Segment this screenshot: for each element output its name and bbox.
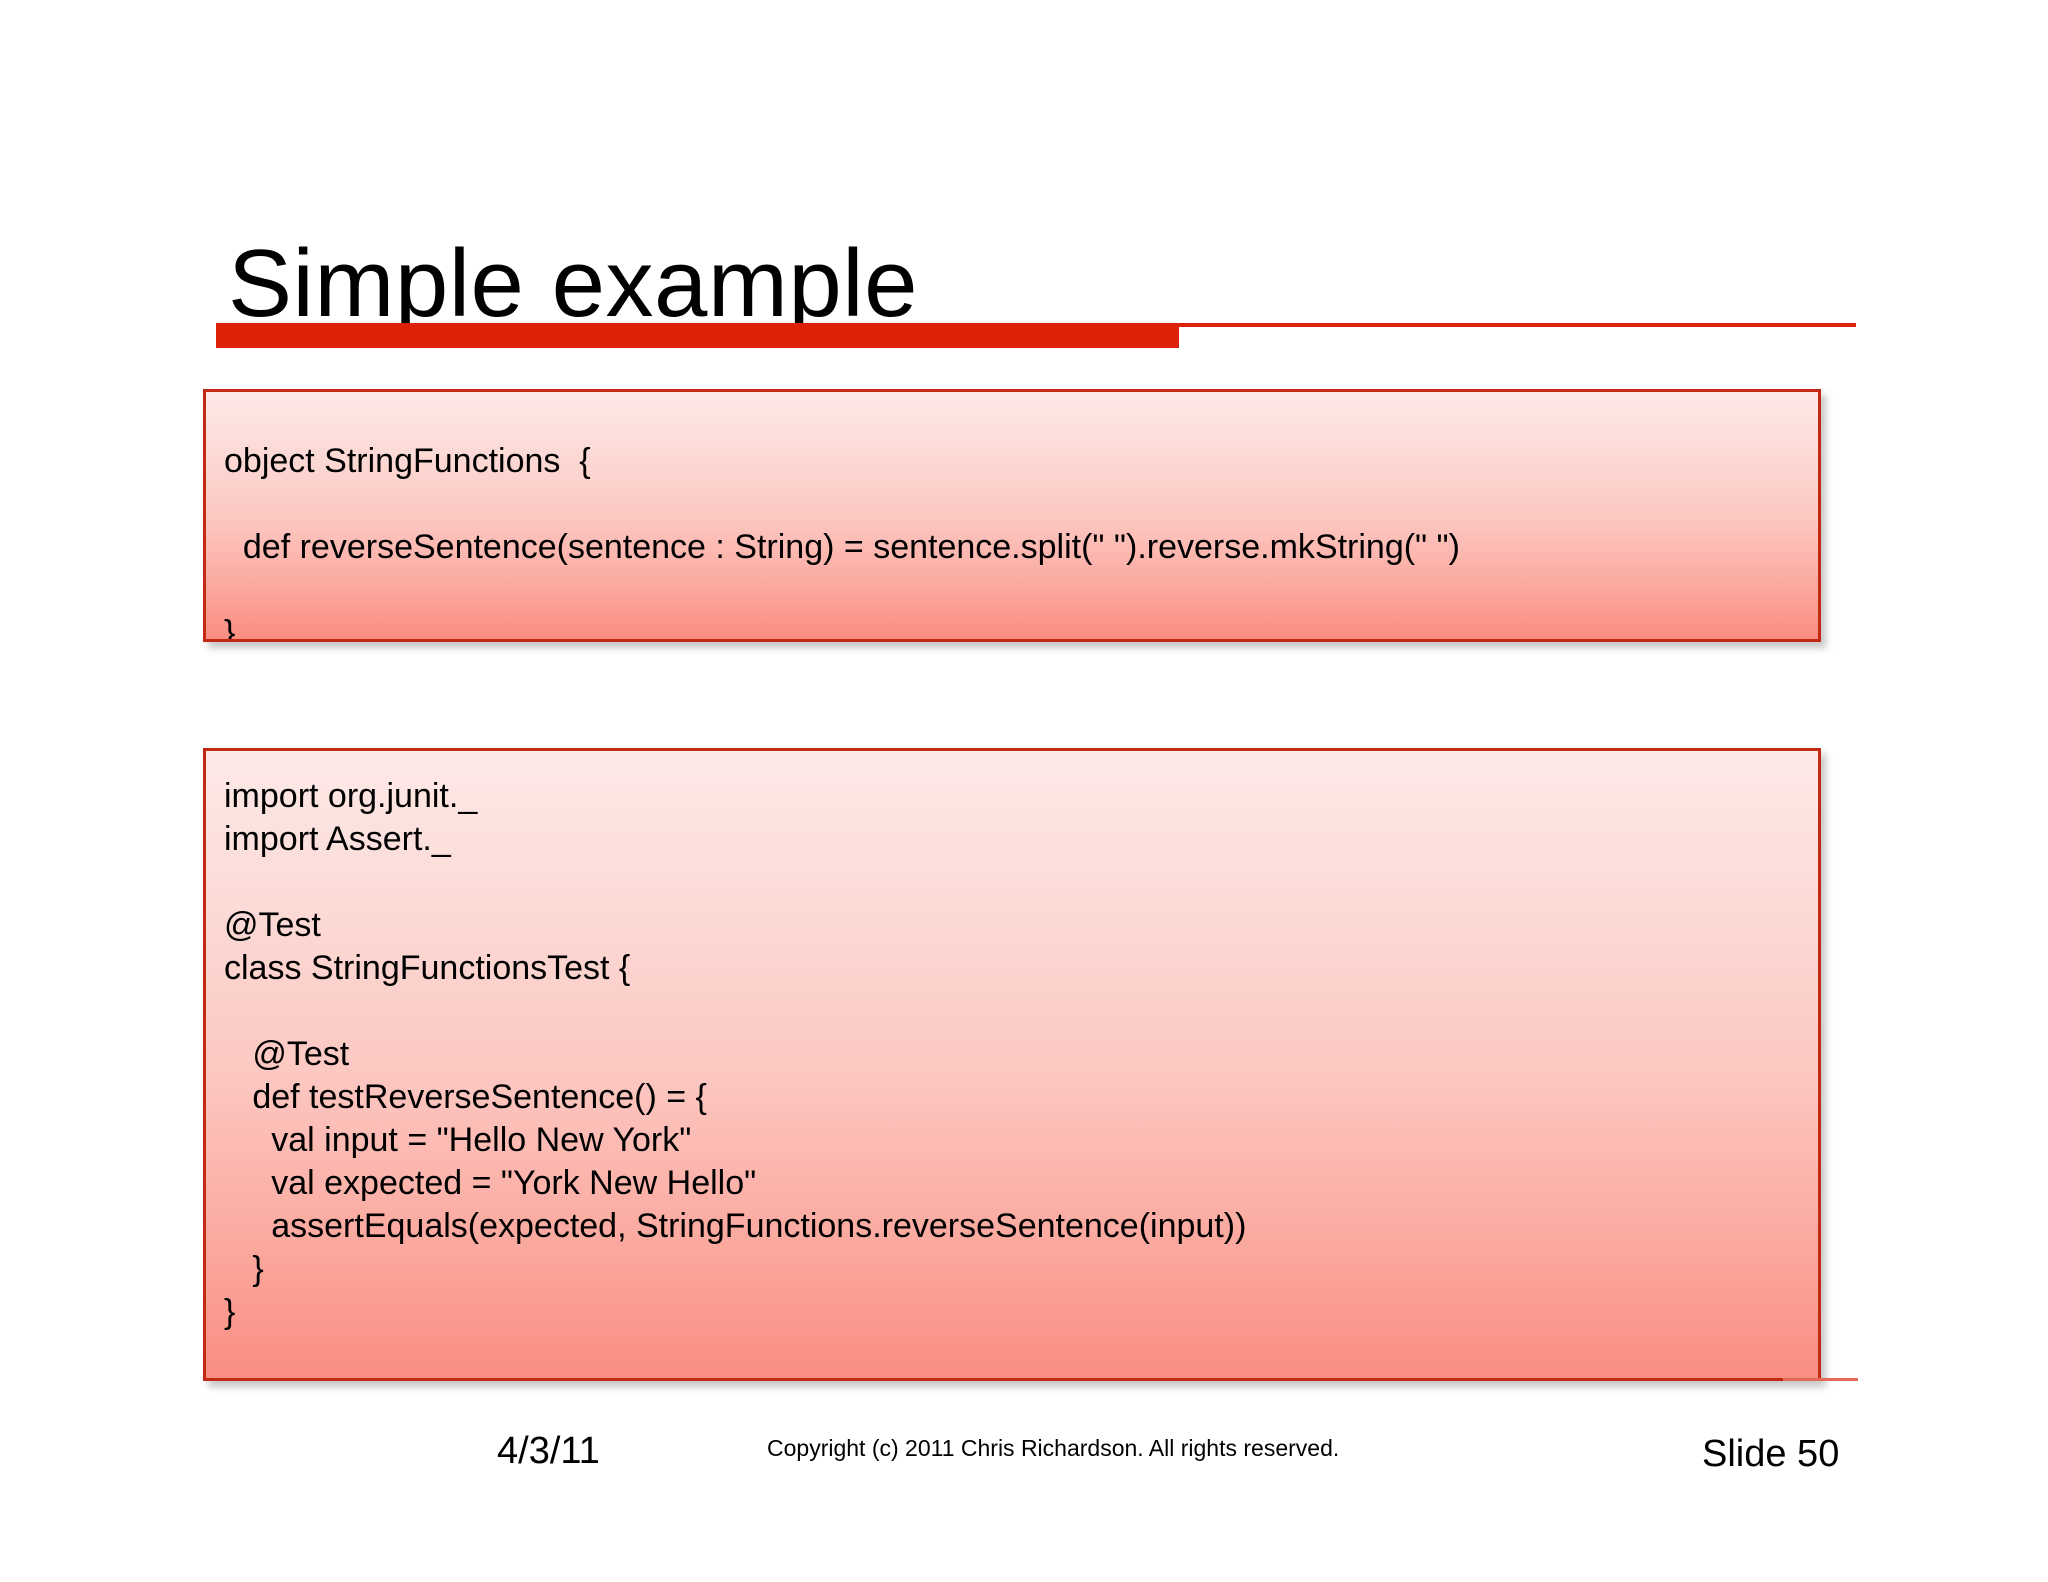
- code-block-string-functions-test: import org.junit._import Assert._ @Test c…: [203, 748, 1821, 1381]
- code-block-string-functions: object StringFunctions { def reverseSent…: [203, 389, 1821, 642]
- footer-date: 4/3/11: [497, 1430, 600, 1472]
- code-line: }: [224, 614, 236, 642]
- code-line: }: [224, 1250, 264, 1288]
- footer-copyright: Copyright (c) 2011 Chris Richardson. All…: [767, 1435, 1340, 1461]
- code-line: [224, 861, 1818, 904]
- code-line: import Assert._: [224, 820, 451, 858]
- code-line: class StringFunctionsTest {: [224, 949, 631, 987]
- code-line: }: [224, 1293, 236, 1331]
- title-rule-accent-bar: [216, 324, 1179, 348]
- code-line: assertEquals(expected, StringFunctions.r…: [224, 1207, 1247, 1245]
- page-title: Simple example: [228, 230, 918, 338]
- code-line: @Test: [224, 906, 321, 944]
- code-line: @Test: [224, 1035, 350, 1073]
- code-line: def reverseSentence(sentence : String) =…: [224, 528, 1460, 566]
- code-line: val expected = "York New Hello": [224, 1164, 757, 1202]
- code-block-underline-extension: [1783, 1378, 1858, 1381]
- code-line: object StringFunctions {: [224, 442, 591, 480]
- code-line: val input = "Hello New York": [224, 1121, 692, 1159]
- code-line: def testReverseSentence() = {: [224, 1078, 707, 1116]
- code-line: import org.junit._: [224, 777, 478, 815]
- footer-slide-number: Slide 50: [1702, 1433, 1840, 1475]
- code-line: [224, 990, 1818, 1033]
